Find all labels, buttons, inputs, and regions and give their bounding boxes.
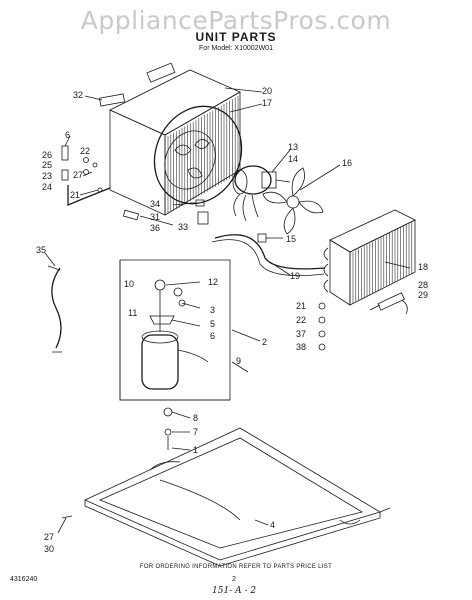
callout-15: 15 — [286, 234, 296, 244]
callout-34: 34 — [150, 199, 160, 209]
callout-9: 9 — [236, 356, 241, 366]
callout-5: 5 — [210, 319, 215, 329]
refrigerant-tubing — [211, 233, 326, 276]
callout-13: 13 — [288, 142, 298, 152]
callout-numbers: 20 17 32 6 26 22 25 23 27 24 21 13 14 16… — [36, 86, 428, 554]
ordering-info-footer: FOR ORDERING INFORMATION REFER TO PARTS … — [139, 564, 333, 570]
evaporator-coil — [323, 209, 416, 306]
fan-shroud — [153, 105, 243, 205]
callout-25: 25 — [42, 160, 52, 170]
callout-7: 7 — [193, 427, 198, 437]
callout-26: 26 — [42, 150, 52, 160]
callout-22a: 22 — [80, 146, 90, 156]
callout-22b: 22 — [296, 315, 306, 325]
callout-21a: 21 — [70, 190, 80, 200]
compressor-assembly — [119, 259, 231, 401]
callout-21b: 21 — [296, 301, 306, 311]
callout-19: 19 — [290, 271, 300, 281]
callout-10: 10 — [124, 279, 134, 289]
fan-motor — [232, 165, 291, 222]
thermostat-bulb — [369, 292, 408, 315]
callout-31: 31 — [150, 212, 160, 222]
fan-blade — [262, 167, 324, 235]
diagram-title: UNIT PARTS — [195, 30, 277, 44]
callout-12: 12 — [208, 277, 218, 287]
callout-6b: 6 — [210, 331, 215, 341]
callout-29: 29 — [418, 290, 428, 300]
callout-30: 30 — [44, 544, 54, 554]
callout-18: 18 — [418, 262, 428, 272]
callout-11: 11 — [128, 308, 137, 318]
callout-37: 37 — [296, 329, 306, 339]
model-label: For Model: X10002W01 — [199, 45, 273, 52]
callout-23: 23 — [42, 171, 52, 181]
callout-33: 33 — [178, 222, 188, 232]
small-hardware — [318, 302, 326, 351]
callout-28: 28 — [418, 280, 428, 290]
callout-14: 14 — [288, 154, 298, 164]
callout-32: 32 — [73, 90, 83, 100]
handwritten-note: 151- A - 2 — [212, 586, 257, 596]
callout-2: 2 — [262, 337, 267, 347]
callout-8: 8 — [193, 413, 198, 423]
callout-4: 4 — [270, 520, 275, 530]
callout-1: 1 — [193, 445, 198, 455]
callout-6: 6 — [65, 130, 70, 140]
callout-27b: 27 — [44, 532, 54, 542]
callout-24: 24 — [42, 182, 52, 192]
callout-17: 17 — [262, 98, 272, 108]
callout-20: 20 — [262, 86, 272, 96]
leader-lines — [44, 87, 411, 534]
condenser-coil — [99, 62, 241, 216]
callout-3: 3 — [210, 305, 215, 315]
base-pan — [61, 407, 391, 567]
watermark-text: AppliancePartsPros.com — [80, 6, 392, 35]
page-number: 2 — [232, 576, 236, 583]
document-number: 4316240 — [10, 576, 38, 583]
callout-36: 36 — [150, 223, 160, 233]
callout-16: 16 — [342, 158, 352, 168]
callout-27a: 27 — [73, 170, 83, 180]
power-cord — [47, 265, 62, 353]
callout-38: 38 — [296, 342, 306, 352]
callout-35: 35 — [36, 245, 46, 255]
